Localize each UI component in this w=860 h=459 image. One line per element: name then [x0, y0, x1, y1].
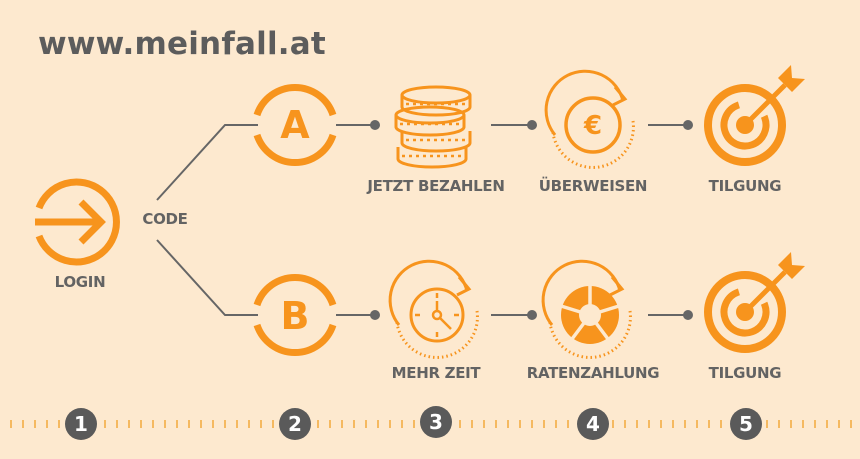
code-label: CODE [142, 210, 188, 228]
target-arrow-icon [708, 252, 805, 349]
path-b-node: B [253, 273, 337, 357]
step-label: RATENZAHLUNG [526, 364, 660, 382]
clock-cycle-icon [388, 259, 479, 359]
coins-stack-icon [394, 85, 472, 169]
path-a-node: A [253, 83, 337, 167]
step-label: JETZT BEZAHLEN [367, 177, 505, 195]
step-badge-3: 3 [420, 406, 452, 438]
pie-cycle-icon [541, 259, 632, 359]
euro-cycle-icon: € [544, 69, 635, 169]
step-badge-2: 2 [279, 408, 311, 440]
step-label: MEHR ZEIT [391, 364, 481, 382]
connectors [156, 124, 688, 316]
step-badge-1: 1 [65, 408, 97, 440]
step-badge-5: 5 [730, 408, 762, 440]
svg-text:€: € [583, 111, 602, 141]
login-arrow-icon [35, 178, 120, 266]
page-title: www.meinfall.at [38, 26, 326, 62]
svg-text:B: B [281, 294, 310, 338]
step-label: ÜBERWEISEN [538, 177, 648, 195]
timeline-ticks [10, 420, 852, 428]
login-label: LOGIN [54, 273, 106, 291]
svg-text:A: A [280, 103, 310, 147]
step-label: TILGUNG [708, 364, 782, 382]
step-label: TILGUNG [708, 177, 782, 195]
step-badge-4: 4 [577, 408, 609, 440]
target-arrow-icon [708, 65, 805, 162]
